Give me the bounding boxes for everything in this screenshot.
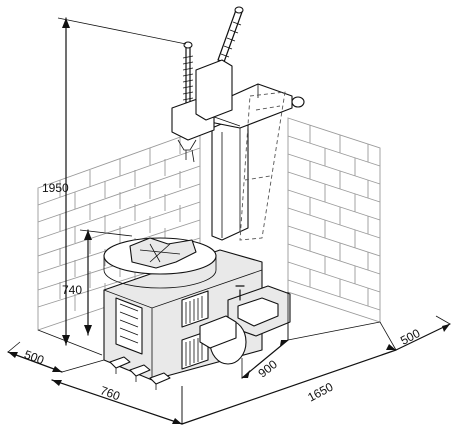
dim-label-total-width: 1650	[305, 379, 335, 404]
dim-label-table-height: 740	[62, 283, 82, 297]
tilted-column-outline	[239, 91, 286, 241]
machine-column	[211, 115, 249, 241]
dimension-lines	[7, 17, 451, 425]
dim-label-base-width: 760	[98, 383, 122, 403]
right-brick-wall	[287, 117, 381, 323]
dim-label-depth-left: 500	[22, 347, 46, 367]
dim-label-depth-right: 500	[398, 326, 423, 348]
dim-label-arm-reach: 900	[255, 357, 280, 381]
dim-label-total-height: 1950	[42, 181, 69, 195]
tyre-changer-machine	[103, 6, 305, 390]
foot-pedals	[109, 356, 171, 385]
